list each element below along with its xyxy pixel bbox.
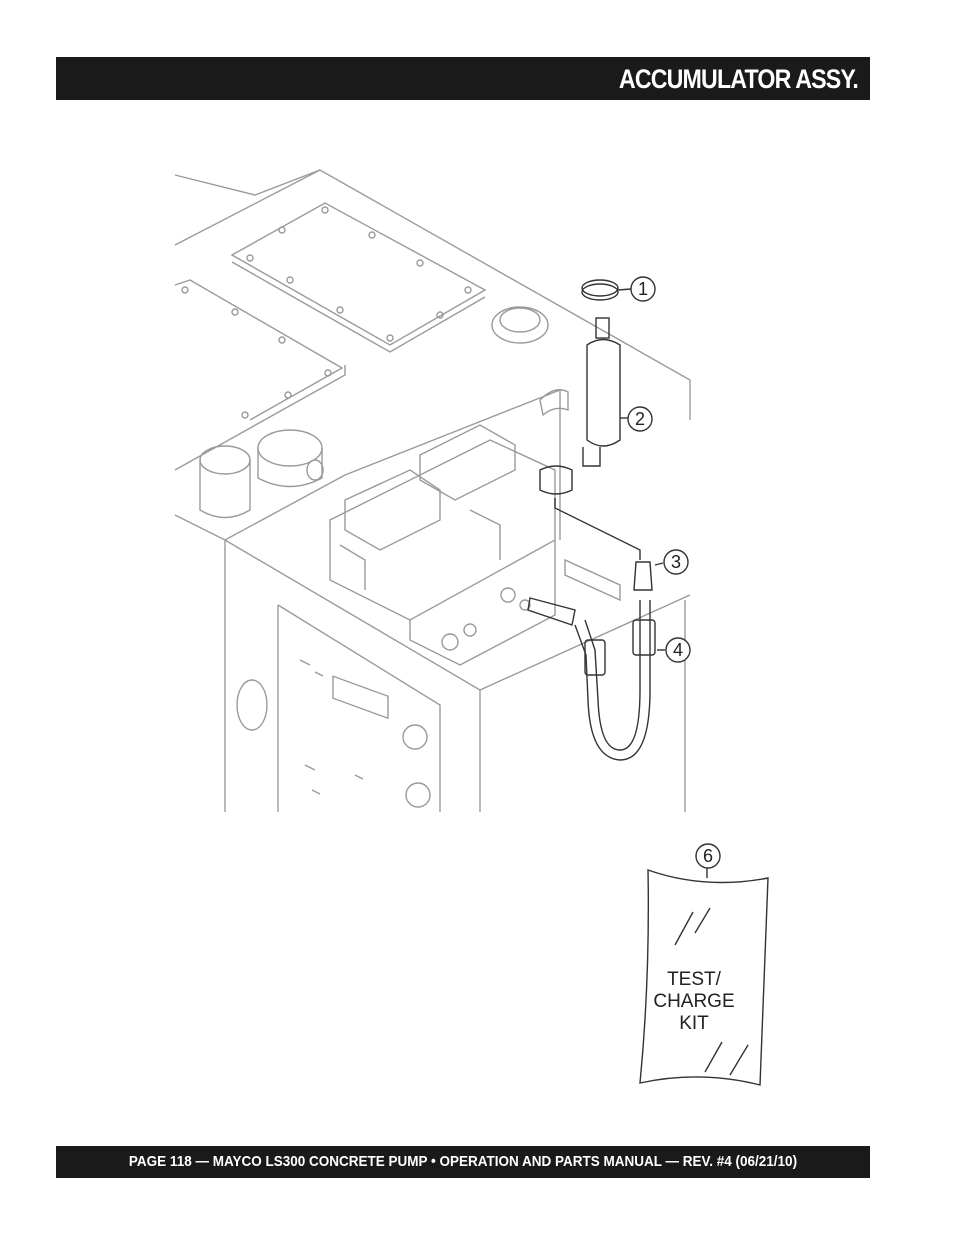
callout-4-label: 4 — [673, 640, 683, 660]
callout-2-circle — [627, 406, 653, 432]
callout-3-label: 3 — [671, 552, 681, 572]
accumulator-stem — [595, 317, 610, 339]
kit-label-line2: CHARGE — [653, 991, 734, 1012]
hose-assembly — [584, 600, 641, 751]
machine-top-outline — [174, 169, 691, 420]
page-footer: PAGE 118 — MAYCO LS300 CONCRETE PUMP • O… — [56, 1146, 870, 1178]
footer-text: PAGE 118 — MAYCO LS300 CONCRETE PUMP • O… — [128, 1153, 798, 1170]
callout-1-circle — [630, 276, 656, 302]
callout-6-circle — [695, 843, 721, 869]
kit-label-line1: TEST/ — [667, 969, 722, 990]
callout-1-label: 1 — [638, 279, 648, 299]
gauge-outline — [491, 306, 549, 344]
callout-3-circle — [663, 549, 689, 575]
accumulator-body — [586, 338, 621, 447]
control-panel — [277, 604, 441, 812]
filter-cap — [199, 445, 251, 475]
page-header: ACCUMULATOR ASSY. — [56, 57, 870, 100]
callout-4-circle — [665, 637, 691, 663]
page-title: ACCUMULATOR ASSY. — [618, 64, 859, 94]
hose-clamp — [581, 279, 619, 297]
machine-left-edge — [174, 169, 321, 246]
kit-bag — [639, 869, 769, 1086]
kit-label-line3: KIT — [679, 1013, 709, 1034]
adapter-fitting — [633, 561, 653, 591]
callout-2-label: 2 — [635, 409, 645, 429]
callout-6-label: 6 — [703, 846, 713, 866]
access-plate — [230, 202, 487, 346]
mounting-sleeve — [539, 465, 573, 495]
